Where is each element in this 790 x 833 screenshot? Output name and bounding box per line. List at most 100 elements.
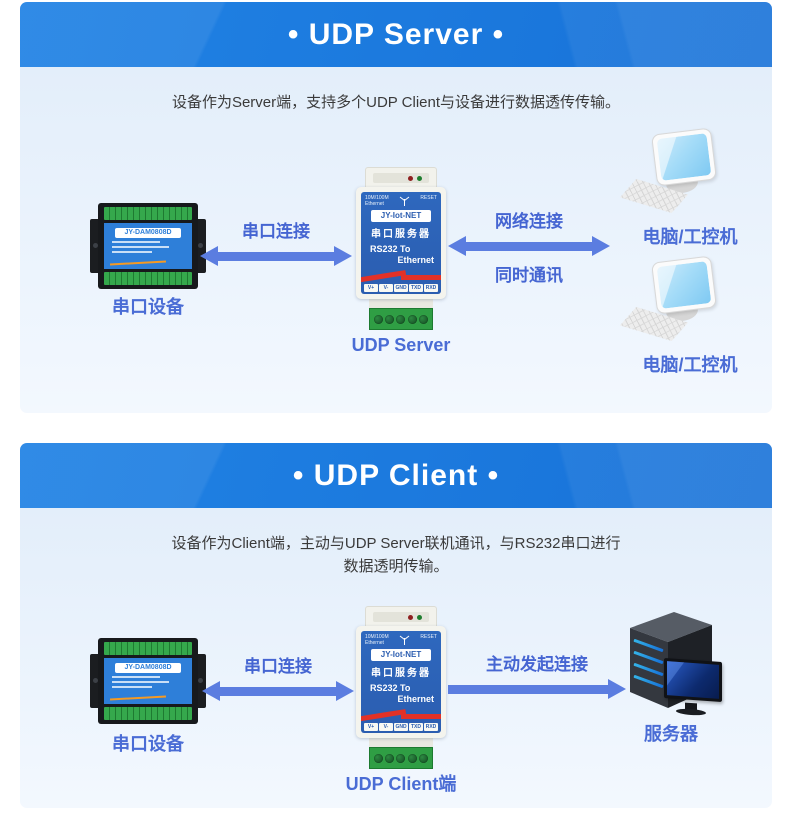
device-main-body: 10M/100M Ethernet RESET JY-Iot-NET 串口服务器… (356, 626, 446, 738)
arrow-bar (217, 687, 339, 696)
network-link-label-bottom: 同时通讯 (495, 266, 563, 285)
red-stripe (361, 270, 406, 283)
mount-ear-right (195, 654, 206, 708)
terminal-label: TXD (409, 723, 423, 731)
active-connect-label: 主动发起连接 (486, 655, 588, 674)
antenna-icon (399, 196, 410, 206)
ethernet-port-label: 10M/100M Ethernet (365, 195, 389, 207)
header-decoration (20, 2, 772, 67)
panel-text-line (112, 241, 161, 243)
status-led-icon (417, 614, 422, 620)
eth-label-line1: 10M/100M (365, 195, 389, 201)
screw-icon (418, 314, 428, 324)
device-top-cap (365, 606, 437, 626)
monitor (651, 255, 717, 315)
description-line: 数据透明传输。 (343, 557, 449, 575)
arrow-head-right (334, 246, 352, 266)
udp-server-section: • UDP Server • 设备作为Server端，支持多个UDP Clien… (20, 2, 772, 413)
power-led-icon (408, 614, 413, 620)
arrow-head-right (336, 681, 354, 701)
screw-icon (374, 753, 384, 763)
eth-label-line2: Ethernet (365, 201, 384, 207)
panel-text-line (112, 676, 161, 678)
screw-icon (407, 753, 417, 763)
terminal-label: RXD (424, 284, 438, 292)
server-tower-icon (612, 608, 737, 717)
terminal-strip-bottom (104, 707, 192, 720)
udp-client-header: • UDP Client • (20, 443, 772, 508)
section-description: 设备作为Client端，主动与UDP Server联机通讯，与RS232串口进行… (20, 508, 772, 578)
arrow-head-right (592, 236, 610, 256)
device-step (369, 299, 433, 308)
bidirectional-arrow-icon (202, 681, 354, 702)
section-title: • UDP Server • (287, 17, 505, 51)
left-device-label: 串口设备 (112, 734, 184, 754)
status-led-icon (417, 175, 422, 181)
section-title: • UDP Client • (292, 458, 500, 492)
io-device-model: JY-DAM0808D (115, 228, 181, 238)
terminal-strip-bottom (104, 272, 192, 285)
panel-top-row: 10M/100M Ethernet RESET (361, 192, 441, 207)
io-device-panel: JY-DAM0808D (104, 223, 192, 269)
monitor-screen (656, 261, 712, 309)
network-link: 网络连接 同时通讯 (448, 207, 610, 286)
terminal-label: GND (394, 284, 408, 292)
udp-server-body: 设备作为Server端，支持多个UDP Client与设备进行数据透传传输。 J… (20, 67, 772, 413)
left-device-label: 串口设备 (112, 297, 184, 317)
device-top-cap (365, 167, 437, 187)
device-converter-line1: RS232 To (370, 683, 411, 693)
terminal-strip-top (104, 207, 192, 220)
serial-link: 串口连接 (202, 652, 354, 702)
device-main-body: 10M/100M Ethernet RESET JY-Iot-NET 串口服务器… (356, 187, 446, 299)
arrow-head-left (448, 236, 466, 256)
bidirectional-arrow-icon (448, 236, 610, 257)
panel-text-line (112, 686, 152, 688)
description-line: 设备作为Server端，支持多个UDP Client与设备进行数据透传传输。 (171, 94, 621, 111)
screw-icon (396, 753, 406, 763)
terminal-label: RXD (424, 723, 438, 731)
middle-device-label: UDP Server (351, 335, 451, 355)
device-converter-line2: Ethernet (397, 255, 434, 265)
led-slot (373, 173, 429, 183)
io-device-model: JY-DAM0808D (115, 663, 181, 673)
screw-icon (385, 753, 395, 763)
section-description: 设备作为Server端，支持多个UDP Client与设备进行数据透传传输。 (20, 67, 772, 115)
terminal-labels: V+ V- GND TXD RXD (364, 284, 438, 292)
computer-icon (620, 255, 730, 347)
screw-icon (418, 753, 428, 763)
udp-client-section: • UDP Client • 设备作为Client端，主动与UDP Server… (20, 443, 772, 808)
terminal-label: V- (379, 723, 393, 731)
arrow-head-right (608, 679, 626, 699)
screw-icon (407, 314, 417, 324)
monitor (664, 657, 722, 703)
panel-text-line (112, 246, 170, 248)
arrow-bar (215, 252, 337, 261)
bidirectional-arrow-icon (200, 246, 352, 267)
arrow-head-left (202, 681, 220, 701)
power-led-icon (408, 175, 413, 181)
arrow-bar (448, 685, 611, 694)
serial-io-device-icon: JY-DAM0808D (90, 203, 206, 289)
terminal-label: V- (379, 284, 393, 292)
eth-label-line2: Ethernet (365, 640, 384, 646)
screw-icon (385, 314, 395, 324)
monitor-screen (667, 661, 719, 699)
right-arrow-icon (448, 679, 626, 700)
device-brand: JY-Iot-NET (371, 210, 431, 222)
red-stripe (401, 714, 441, 719)
terminal-labels: V+ V- GND TXD RXD (364, 723, 438, 731)
device-converter-line2: Ethernet (397, 694, 434, 704)
io-device-body: JY-DAM0808D (98, 638, 198, 724)
red-stripe (361, 709, 406, 722)
screw-icon (374, 314, 384, 324)
led-slot (373, 612, 429, 622)
monitor-screen (656, 133, 712, 181)
active-connect-link: 主动发起连接 (448, 650, 626, 700)
monitor-base (676, 707, 706, 717)
ethernet-port-label: 10M/100M Ethernet (365, 634, 389, 646)
monitor (651, 127, 717, 187)
udp-client-body: 设备作为Client端，主动与UDP Server联机通讯，与RS232串口进行… (20, 508, 772, 808)
antenna-icon (399, 635, 410, 645)
reset-label: RESET (420, 634, 437, 640)
panel-text-line (112, 251, 152, 253)
